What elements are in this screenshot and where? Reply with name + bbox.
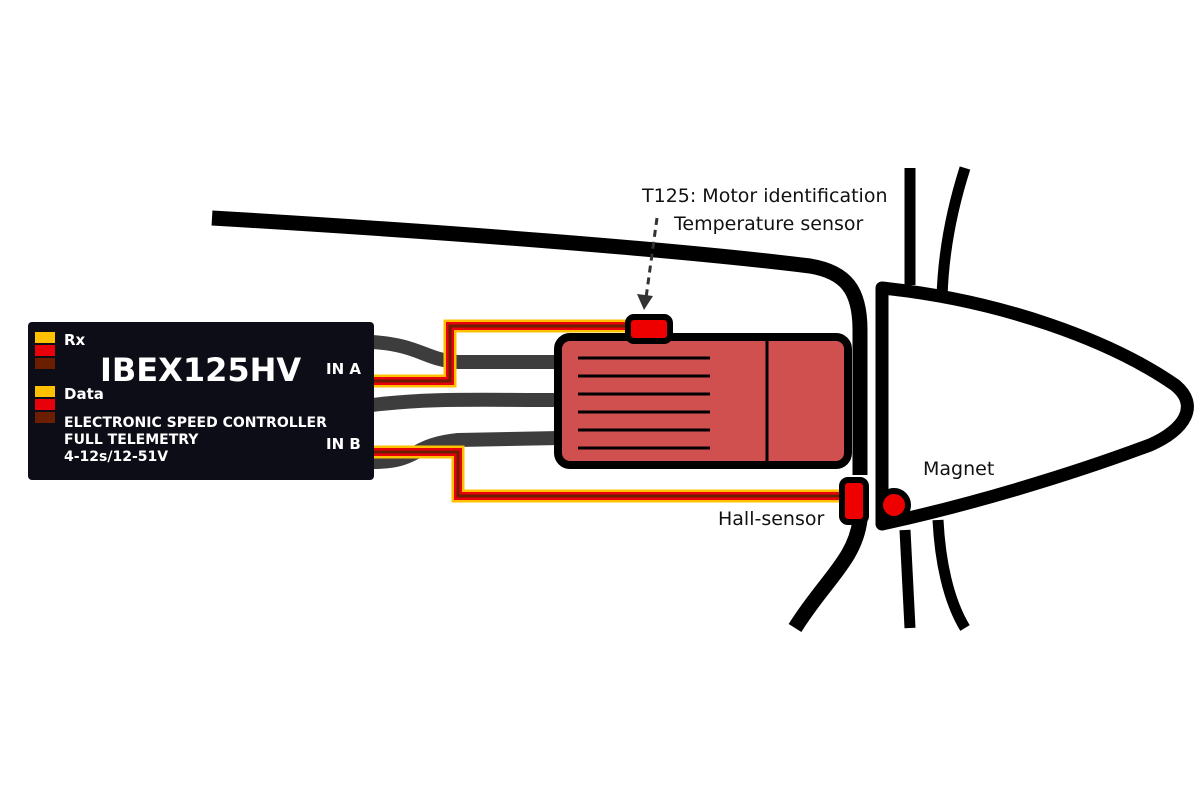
motor-windings <box>578 356 710 450</box>
nacelle-lower-outline <box>788 518 868 632</box>
propeller-blade-bottom-right <box>932 519 970 631</box>
esc-in-b-label: IN B <box>326 435 361 453</box>
cable-middle <box>365 392 567 412</box>
esc-description-line1: ELECTRONIC SPEED CONTROLLER <box>64 415 327 431</box>
temperature-sensor <box>625 314 673 344</box>
temperature-sensor-wire <box>372 319 640 388</box>
magnet-label: Magnet <box>923 458 994 480</box>
sensor-pointer-arrow <box>644 217 659 299</box>
esc-body <box>28 322 374 480</box>
hall-sensor-wire <box>372 445 848 503</box>
esc-rx-label: Rx <box>64 331 86 349</box>
t125-label-line1: T125: Motor identification <box>641 185 888 207</box>
cable-top <box>365 335 567 369</box>
esc-data-label: Data <box>64 385 104 403</box>
t125-label-line2: Temperature sensor <box>673 213 864 235</box>
cables <box>365 335 567 469</box>
esc-description-line2: FULL TELEMETRY <box>64 432 199 448</box>
propeller-blade-top-right <box>936 166 971 299</box>
esc: Rx Data IBEX125HV IN A IN B ELECTRONIC S… <box>28 322 374 480</box>
motor-body <box>554 333 852 469</box>
hall-sensor <box>839 477 869 525</box>
rx-connector <box>35 332 55 369</box>
nacelle-upper-outline <box>211 210 868 475</box>
spinner <box>875 281 1194 531</box>
esc-model-name: IBEX125HV <box>100 351 301 389</box>
esc-in-a-label: IN A <box>326 360 361 378</box>
motor <box>554 333 852 469</box>
magnet <box>877 488 911 522</box>
propeller-blade-bottom-left <box>899 529 916 629</box>
sensor-pointer-arrowhead <box>637 294 653 310</box>
data-connector <box>35 386 55 423</box>
hall-sensor-label: Hall-sensor <box>718 508 824 530</box>
esc-description-line3: 4-12s/12-51V <box>64 449 168 465</box>
